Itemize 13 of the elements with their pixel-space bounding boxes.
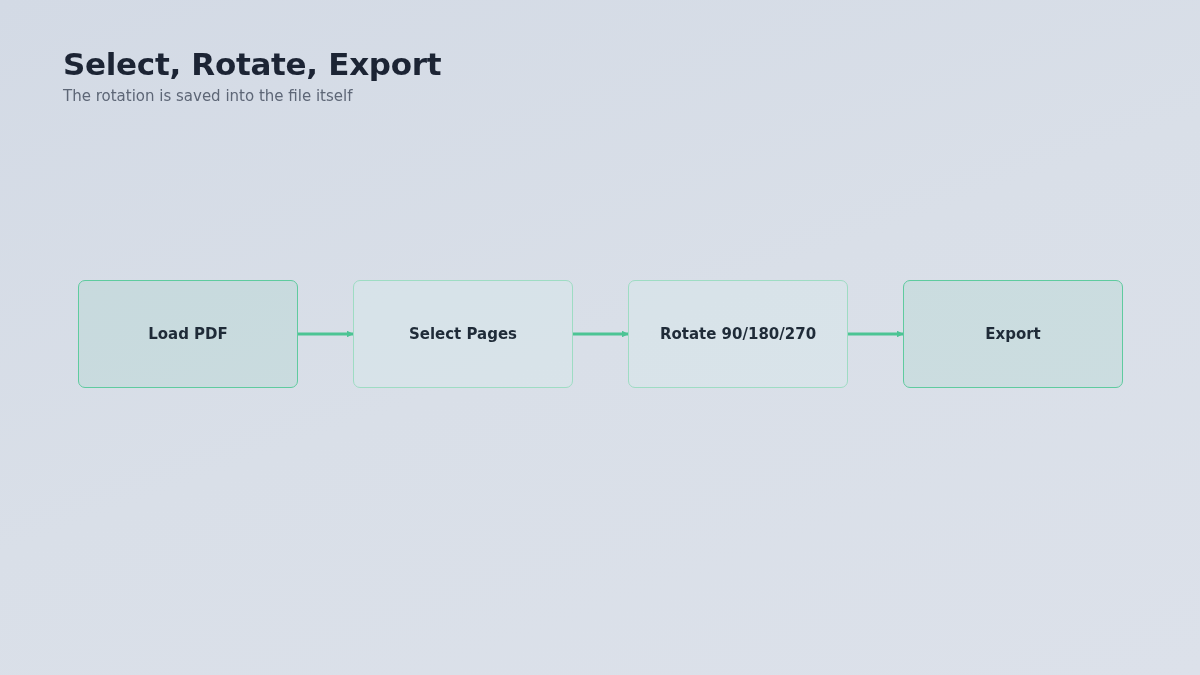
step-label: Rotate 90/180/270 — [659, 325, 817, 343]
step-label: Load PDF — [148, 325, 228, 343]
terminal-step-box — [903, 280, 1123, 388]
terminal-step-box — [78, 280, 298, 388]
step-label: Select Pages — [408, 325, 518, 343]
process-step-box — [628, 280, 848, 388]
arrow — [848, 330, 904, 338]
arrow — [298, 330, 354, 338]
arrow — [573, 330, 629, 338]
diagram-subtitle: The rotation is saved into the file itself — [63, 87, 353, 105]
process-step-box — [353, 280, 573, 388]
diagram-title: Select, Rotate, Export — [63, 46, 442, 82]
step-label: Export — [985, 325, 1041, 343]
